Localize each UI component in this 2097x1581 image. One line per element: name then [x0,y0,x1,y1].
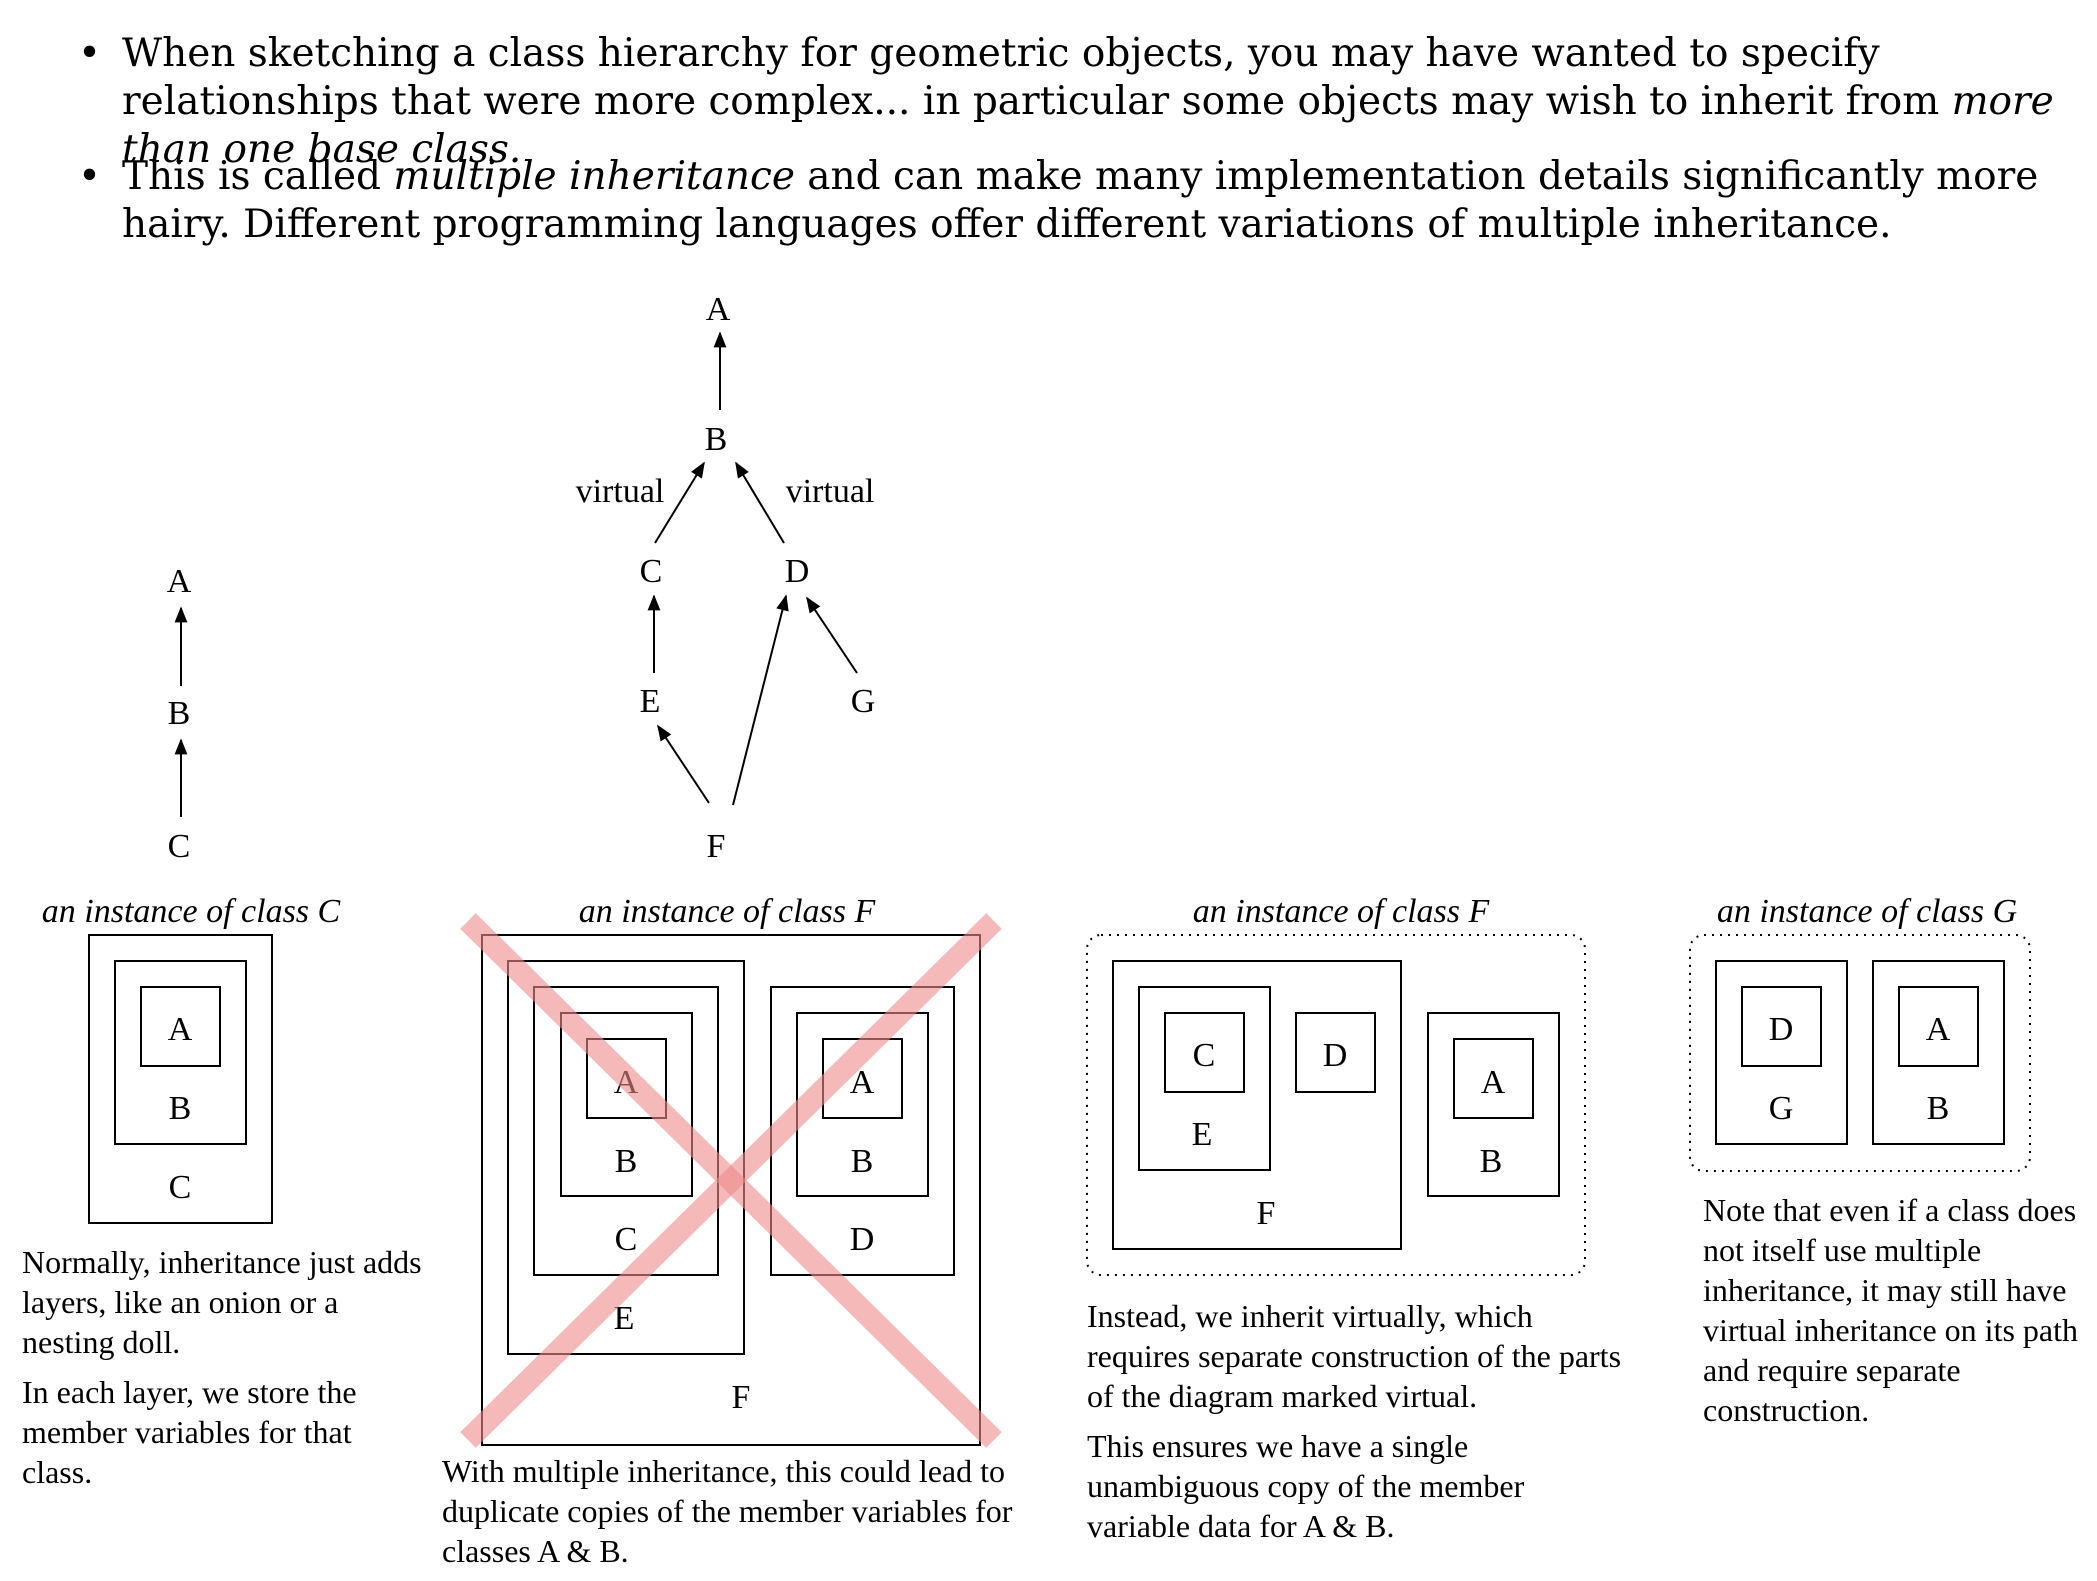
label-a: A [1481,1064,1506,1101]
layer-a-box [586,1038,667,1119]
cross-out-stroke [460,913,1002,1448]
node-a: A [706,291,731,328]
node-b: B [705,421,728,458]
layer-a-box [140,986,221,1067]
layer-b-box [114,960,247,1145]
note-paragraph: In each layer, we store the member varia… [22,1374,357,1490]
layer-b-box [1427,1012,1560,1197]
bullet-dot: • [78,31,102,76]
label-b: B [615,1143,638,1180]
note-paragraph: This ensures we have a single unambiguou… [1087,1428,1525,1544]
bullet-2-text-a: This is called [122,154,394,199]
node-f: F [707,828,726,865]
label-f: F [1257,1195,1276,1232]
bullet-1-text: When sketching a class hierarchy for geo… [122,31,1952,124]
edge-f-e [657,724,710,804]
node-b: B [168,695,191,732]
label-f: F [732,1379,751,1416]
label-a: A [1926,1011,1951,1048]
node-d: D [785,553,810,590]
layer-d-box [1295,1012,1376,1093]
layer-b-box [1872,960,2005,1145]
instance-caption: an instance of class G [1717,893,2017,930]
instance-caption: an instance of class F [579,893,877,930]
note-class-g: Note that even if a class does not itsel… [1703,1190,2093,1440]
label-b-dup: B [851,1143,874,1180]
layer-c-box [88,934,273,1224]
note-paragraph: Note that even if a class does not itsel… [1703,1192,2078,1428]
bullet-2-emphasis: multiple inheritance [393,154,795,199]
note-paragraph: With multiple inheritance, this could le… [442,1453,1013,1569]
simple-hierarchy: A B C [167,563,192,865]
virtual-group-outline [1689,934,2031,1172]
label-c: C [1193,1037,1216,1074]
node-g: G [851,683,876,720]
node-c: C [168,828,191,865]
edge-label-virtual-right: virtual [786,473,875,510]
virtual-group-outline [1086,934,1586,1276]
edge-g-d [806,596,858,674]
label-b: B [1480,1143,1503,1180]
bullet-1-emphasis: more than one base class. [122,79,2054,172]
layer-a-box [1898,986,1979,1067]
instance-caption: an instance of class C [42,893,341,930]
note-paragraph: Instead, we inherit virtually, which req… [1087,1298,1622,1414]
label-g: G [1769,1090,1794,1127]
instance-class-g: an instance of class G D G A B [1689,893,2031,1172]
label-d: D [850,1221,875,1258]
instance-caption: an instance of class F [1193,893,1491,930]
node-a: A [167,563,192,600]
layer-c-box [1164,1012,1245,1093]
layer-f-box [481,934,981,1446]
node-e: E [640,683,661,720]
label-b: B [1927,1090,1950,1127]
label-c: C [615,1221,638,1258]
diamond-hierarchy: A B C D E F G virtual virtual [576,291,876,865]
note-class-f-virtual: Instead, we inherit virtually, which req… [1087,1296,1627,1556]
instance-class-f-virtual: an instance of class F C E D F A B [1086,893,1586,1276]
layer-e-box [1138,986,1271,1171]
instance-class-c: an instance of class C A B C [42,893,341,1224]
edge-f-d [732,594,789,806]
label-e: E [614,1300,635,1337]
note-class-c: Normally, inheritance just adds layers, … [22,1242,422,1502]
edge-d-b [735,461,785,544]
layer-b-box [560,1012,693,1197]
label-d: D [1323,1037,1348,1074]
label-e: E [1192,1116,1213,1153]
label-c: C [169,1169,192,1206]
instance-class-f-duplicated: an instance of class F A B C E A B D F [460,893,1002,1448]
bullet-2-text-b: and can make many implementation details… [122,154,2039,247]
label-a: A [168,1011,193,1048]
layer-a-box [1453,1038,1534,1119]
node-c: C [640,553,663,590]
layer-g-box [1715,960,1848,1145]
edge-c-b [654,461,705,544]
label-b: B [169,1090,192,1127]
edge-label-virtual-left: virtual [576,473,665,510]
layer-d-box [1741,986,1822,1067]
layer-f-box [1112,960,1402,1250]
note-paragraph: Normally, inheritance just adds layers, … [22,1244,422,1360]
bullet-dot: • [78,154,102,199]
label-d: D [1769,1011,1794,1048]
